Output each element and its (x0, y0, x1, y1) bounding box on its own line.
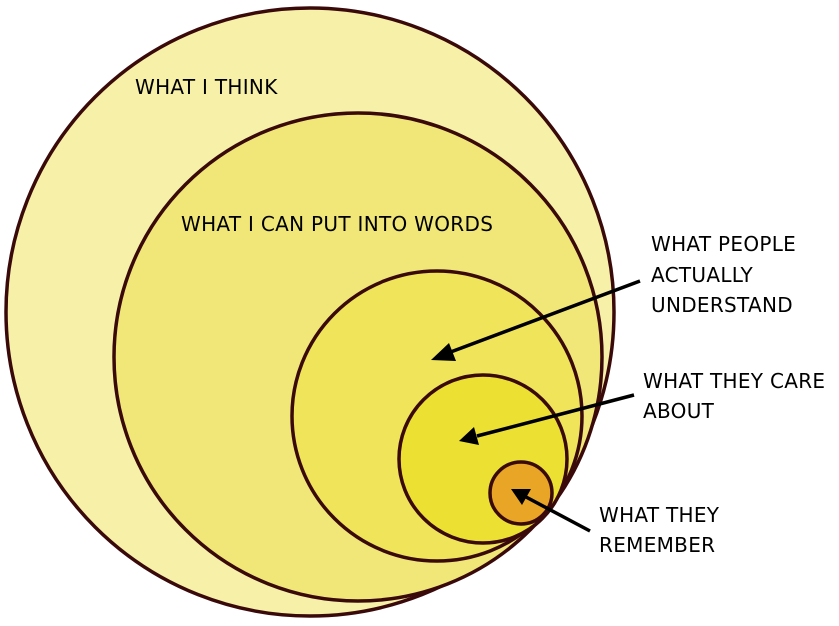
label-what-they-remember: WHAT THEY REMEMBER (599, 503, 726, 557)
arrow-to-care-about (459, 393, 635, 445)
arrow-to-remember (511, 489, 591, 533)
label-what-people-actually-understand: WHAT PEOPLE ACTUALLY UNDERSTAND (651, 232, 803, 317)
label-what-i-think: WHAT I THINK (135, 75, 278, 99)
label-what-they-care-about: WHAT THEY CARE ABOUT (643, 369, 832, 423)
arrow-to-understand (431, 279, 641, 361)
label-what-i-can-put-into-words: WHAT I CAN PUT INTO WORDS (181, 212, 493, 236)
